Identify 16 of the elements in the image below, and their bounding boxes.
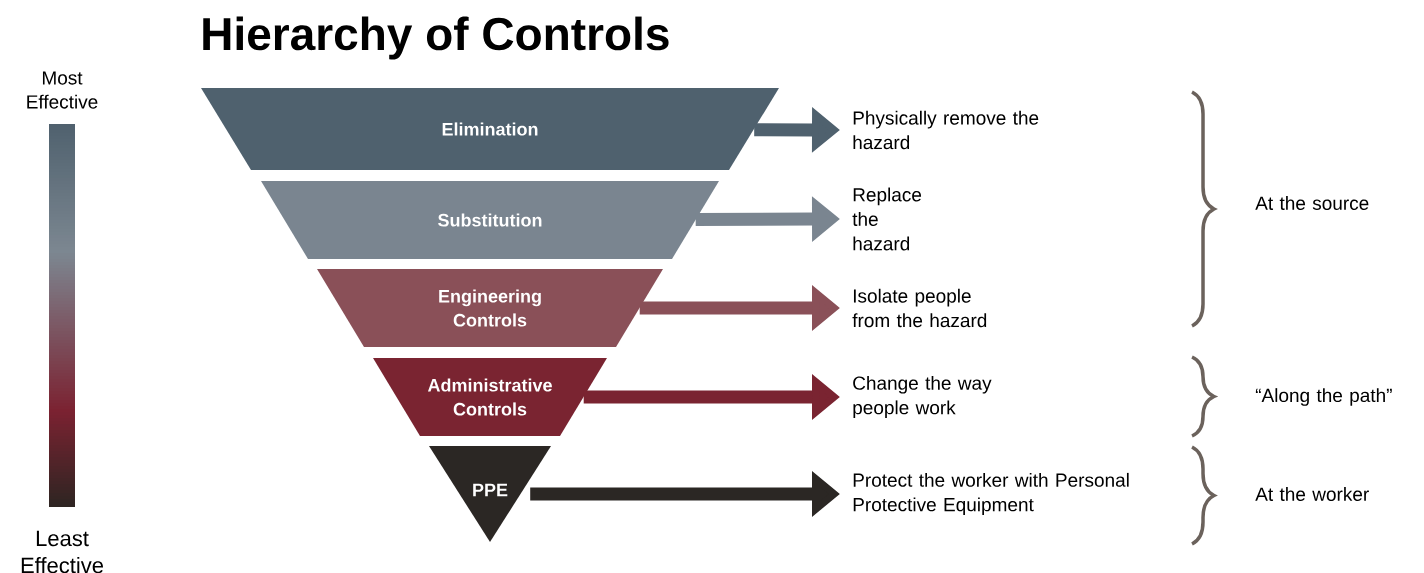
title: Hierarchy of Controls [203,16,669,60]
scale-label: Least Effective [21,530,103,573]
level-trapezoid: Engineering Controls [317,269,663,347]
scale-label: Most Effective [27,71,98,109]
brace-label: At the source [1255,196,1369,210]
brace-label: “Along the path” [1255,388,1392,406]
level-trapezoid: Substitution [261,181,719,259]
description-text: Physically remove the hazard [853,110,1039,150]
description-text: Protect the worker with Personal Protective Equipment [853,472,1129,516]
description-text: Isolate people from the hazard [852,288,987,328]
level-trapezoid: Administrative Controls [373,358,607,436]
level-trapezoid: Elimination [201,88,779,170]
description-text: Replace the hazard [852,187,922,251]
brace-label: At the worker [1255,487,1369,501]
level-triangle: PPE [429,446,551,542]
description-text: Change the way people work [853,375,992,419]
